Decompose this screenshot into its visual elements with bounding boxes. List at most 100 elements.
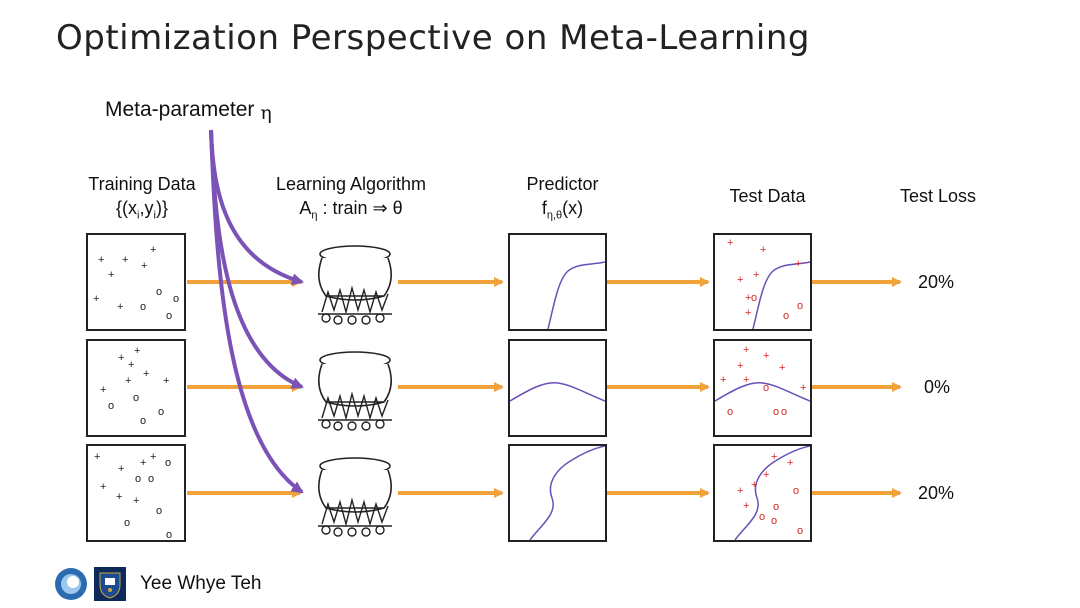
circle-mark: o	[781, 406, 788, 418]
plus-mark: +	[118, 352, 125, 364]
header-training-data-line2: {(xi,yi)}	[72, 196, 212, 228]
plus-mark: +	[753, 269, 760, 281]
training-data-box-1: + + + + + o + + o o o	[86, 233, 186, 331]
td-part3: )}	[155, 198, 168, 218]
header-predictor-line1: Predictor	[526, 174, 599, 194]
header-la-line1: Learning Algorithm	[275, 174, 427, 194]
circle-mark: o	[140, 301, 147, 313]
oxford-crest-icon	[94, 567, 126, 601]
header-test-data-line1: Test Data	[729, 186, 806, 206]
plus-mark: +	[117, 301, 124, 313]
plus-mark: +	[128, 359, 135, 371]
cauldron-icon	[318, 457, 392, 537]
slide-title: Optimization Perspective on Meta-Learnin…	[56, 18, 810, 58]
meta-parameter-text: Meta-parameter	[105, 98, 255, 121]
plus-mark: +	[745, 292, 752, 304]
plus-mark: +	[737, 274, 744, 286]
predictor-box-3	[508, 444, 607, 542]
meta-arrow-row2	[209, 129, 304, 389]
circle-mark: o	[140, 415, 147, 427]
plus-mark: +	[141, 260, 148, 272]
plus-mark: +	[163, 375, 170, 387]
test-curve-2	[715, 381, 810, 402]
predictor-curve-1	[547, 261, 605, 329]
plus-mark: +	[134, 345, 141, 357]
plus-mark: +	[800, 382, 807, 394]
circle-mark: o	[108, 400, 115, 412]
plus-mark: +	[743, 344, 750, 356]
test-loss-row-1: 20%	[918, 272, 955, 292]
circle-mark: o	[763, 382, 770, 394]
predictor-curve-3	[529, 446, 605, 540]
test-loss-row-3: 20%	[918, 483, 955, 503]
plus-mark: +	[108, 269, 115, 281]
plus-mark: +	[100, 384, 107, 396]
predictor-box-1	[508, 233, 607, 331]
circle-mark: o	[166, 310, 173, 322]
header-learning-algorithm: Learning Algorithm Aη : train ⇒ θ	[256, 172, 446, 228]
test-curve-3	[734, 446, 810, 540]
td-sub2: i	[153, 209, 156, 222]
cauldron-icon	[318, 351, 392, 431]
circle-mark: o	[158, 406, 165, 418]
plus-mark: +	[100, 481, 107, 493]
predictor-curve-2	[510, 381, 605, 402]
header-la-line2: Aη : train ⇒ θ	[256, 196, 446, 228]
plus-mark: +	[122, 254, 129, 266]
header-training-data-line1: Training Data	[88, 174, 196, 194]
plus-mark: +	[727, 237, 734, 249]
circle-mark: o	[797, 300, 804, 312]
circle-mark: o	[759, 511, 766, 523]
plus-mark: +	[98, 254, 105, 266]
td-part2: ,y	[139, 198, 154, 218]
plus-mark: +	[795, 258, 802, 270]
plus-mark: +	[140, 457, 147, 469]
circle-mark: o	[156, 505, 163, 517]
plus-mark: +	[116, 491, 123, 503]
training-data-box-3: + + + + o + o o + + o o o	[86, 444, 186, 542]
circle-mark: o	[156, 286, 163, 298]
plus-mark: +	[150, 451, 157, 463]
circle-mark: o	[135, 473, 142, 485]
circle-mark: o	[148, 473, 155, 485]
plus-mark: +	[763, 350, 770, 362]
test-curve-1	[752, 261, 810, 329]
la-rest: : train ⇒ θ	[317, 198, 403, 218]
circle-mark: o	[773, 406, 780, 418]
circle-mark: o	[797, 525, 804, 537]
cauldron-icon	[318, 245, 392, 325]
header-training-data: Training Data {(xi,yi)}	[72, 172, 212, 228]
plus-mark: +	[760, 244, 767, 256]
circle-mark: o	[124, 517, 131, 529]
td-sub1: i	[137, 209, 140, 222]
plus-mark: +	[771, 451, 778, 463]
plus-mark: +	[737, 485, 744, 497]
plus-mark: +	[743, 374, 750, 386]
circle-mark: o	[783, 310, 790, 322]
pred-f: f	[541, 198, 547, 218]
circle-mark: o	[771, 515, 778, 527]
plus-mark: +	[94, 451, 101, 463]
plus-mark: +	[751, 479, 758, 491]
presenter-name: Yee Whye Teh	[140, 573, 262, 594]
eta-symbol: η	[260, 102, 272, 124]
circle-mark: o	[133, 392, 140, 404]
pred-sub: η,θ	[546, 209, 563, 222]
test-data-box-2: + + + + + + o + o o o	[713, 339, 812, 437]
circle-mark: o	[166, 529, 173, 541]
test-loss-row-2: 0%	[924, 377, 951, 397]
la-a: A	[299, 198, 312, 218]
plus-mark: +	[743, 500, 750, 512]
circle-mark: o	[727, 406, 734, 418]
training-data-box-2: + + + + + + + o o o o	[86, 339, 186, 437]
td-part1: {(x	[116, 198, 138, 218]
plus-mark: +	[150, 244, 157, 256]
plus-mark: +	[118, 463, 125, 475]
pred-rest: (x)	[562, 198, 584, 218]
test-data-box-1: + + + + + + o + o o	[713, 233, 812, 331]
circle-mark: o	[173, 293, 180, 305]
circle-mark: o	[793, 485, 800, 497]
plus-mark: +	[779, 362, 786, 374]
header-test-data: Test Data	[705, 184, 830, 208]
